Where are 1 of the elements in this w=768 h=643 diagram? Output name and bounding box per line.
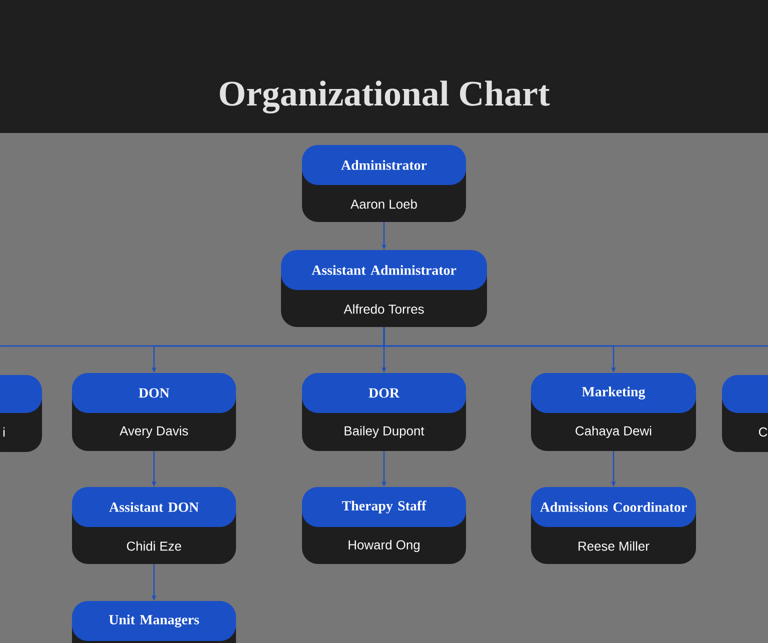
- title: Organizational Chart: [220, 80, 550, 114]
